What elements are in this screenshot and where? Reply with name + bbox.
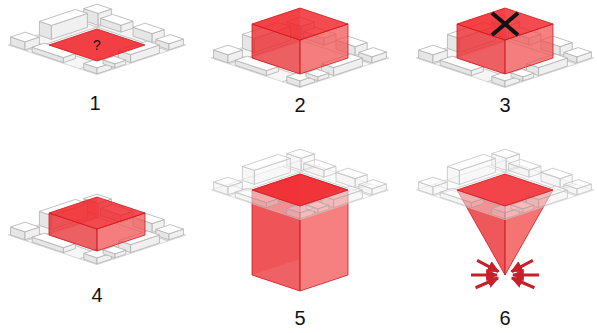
plot-area <box>457 174 553 206</box>
building-roof <box>84 4 112 13</box>
building-roof <box>214 177 243 187</box>
building-roof <box>101 14 133 25</box>
volume-top <box>252 8 348 40</box>
panel-number: 6 <box>499 308 510 328</box>
building-roof <box>359 180 387 189</box>
volume-top <box>457 8 553 40</box>
building-roof <box>287 149 315 158</box>
plot-area <box>252 174 348 206</box>
plot-area <box>252 174 348 206</box>
site-plan <box>8 194 186 264</box>
building-roof <box>564 180 592 189</box>
cross-mark <box>492 13 518 35</box>
red-volume <box>252 174 348 291</box>
building-roof <box>564 48 592 57</box>
question-mark: ? <box>93 38 101 52</box>
building-roof <box>11 222 40 232</box>
building-roof <box>133 23 164 33</box>
site-plan <box>416 149 594 219</box>
building-roof <box>336 168 367 178</box>
pressure-arrow <box>512 278 535 288</box>
red-pyramid <box>457 174 553 275</box>
red-volume <box>49 197 145 251</box>
plot-area <box>49 29 145 61</box>
panel-number: 5 <box>294 308 305 328</box>
building-roof <box>214 45 243 55</box>
building-roof <box>492 149 520 158</box>
panel-number: 4 <box>91 285 102 305</box>
building-roof <box>156 225 184 234</box>
pressure-arrow <box>513 274 539 277</box>
building-roof <box>242 154 290 170</box>
site-plan <box>211 149 389 219</box>
pressure-arrow <box>471 274 497 277</box>
panel-number: 1 <box>89 93 100 113</box>
cross-mark <box>492 13 518 35</box>
red-volume <box>457 8 553 74</box>
building-roof <box>39 9 87 25</box>
building-roof <box>11 32 40 42</box>
panel-number: 3 <box>499 95 510 115</box>
building-roof <box>541 168 572 178</box>
volume-top <box>49 197 145 229</box>
site-plan <box>8 4 186 74</box>
building-roof <box>156 35 184 44</box>
pressure-arrow <box>476 278 499 288</box>
pressure-arrow <box>477 260 498 271</box>
building-roof <box>359 48 387 57</box>
panel-number: 2 <box>294 95 305 115</box>
building-roof <box>419 45 448 55</box>
building-roof <box>509 159 541 170</box>
building-roof <box>419 177 448 187</box>
building-roof <box>447 154 495 170</box>
pressure-arrow <box>512 260 533 271</box>
plot-area <box>49 29 145 61</box>
red-volume <box>252 8 348 74</box>
building-roof <box>304 159 336 170</box>
plot-area <box>457 174 553 206</box>
